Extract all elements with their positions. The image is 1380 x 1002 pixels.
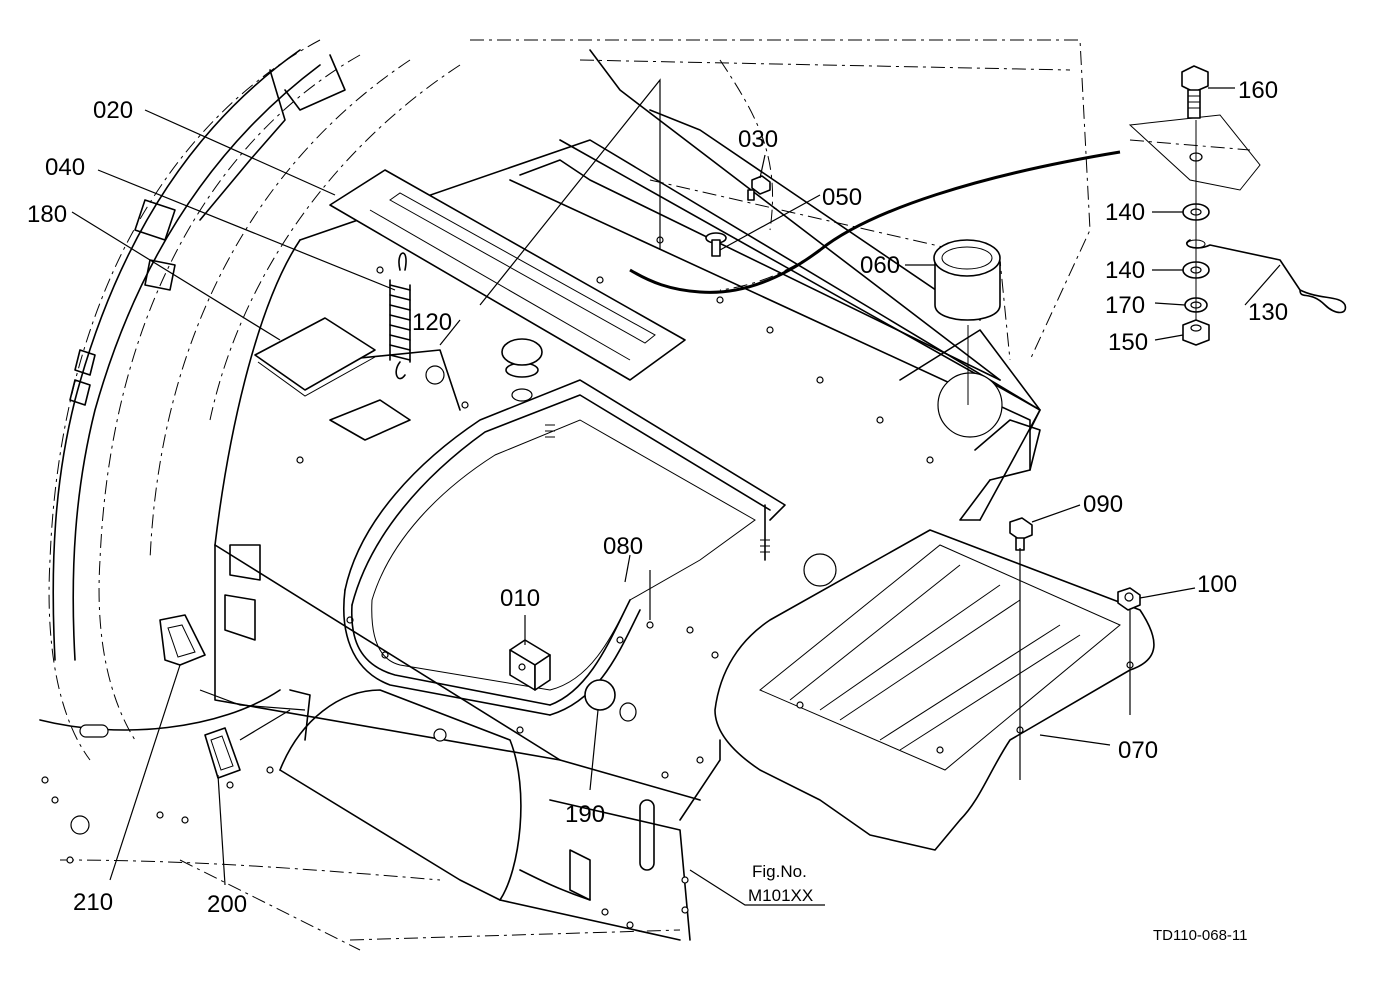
label-150: 150 — [1108, 329, 1148, 356]
part-190-grommet — [584, 679, 637, 722]
part-030-bolt — [747, 175, 771, 201]
label-140-lower: 140 — [1105, 257, 1145, 284]
label-010: 010 — [500, 585, 540, 612]
part-020-plate — [329, 169, 686, 381]
label-070: 070 — [1118, 737, 1158, 764]
label-200: 200 — [207, 891, 247, 918]
part-180-pad — [254, 317, 376, 397]
floor-frame — [214, 49, 1041, 941]
label-060: 060 — [860, 252, 900, 279]
cable — [629, 150, 1121, 294]
label-160: 160 — [1238, 77, 1278, 104]
figure-reference: Fig.No. M101XX — [748, 862, 813, 905]
label-050: 050 — [822, 184, 862, 211]
label-080: 080 — [603, 533, 643, 560]
part-130-clip — [1185, 239, 1347, 314]
part-100-nut — [1117, 587, 1141, 611]
frame-holes — [41, 236, 934, 929]
part-120-plug — [501, 338, 543, 402]
left-fender — [39, 49, 346, 738]
label-180: 180 — [27, 201, 67, 228]
label-040: 040 — [45, 154, 85, 181]
part-070-mat — [714, 529, 1155, 851]
label-090: 090 — [1083, 491, 1123, 518]
part-050-pin — [705, 232, 727, 257]
label-030: 030 — [738, 126, 778, 153]
part-200-grommet — [204, 727, 241, 779]
label-140-upper: 140 — [1105, 199, 1145, 226]
label-100: 100 — [1197, 571, 1237, 598]
figure-number: M101XX — [748, 886, 813, 905]
figure-caption: Fig.No. — [752, 862, 807, 881]
part-060-cup — [933, 239, 1001, 405]
drawing-code: TD110-068-11 — [1153, 927, 1248, 944]
label-190: 190 — [565, 801, 605, 828]
part-210-grommet — [159, 614, 206, 666]
part-090-bolt — [1009, 517, 1033, 551]
label-130: 130 — [1248, 299, 1288, 326]
part-labels: 020 040 180 120 030 050 060 160 140 140 … — [27, 77, 1288, 918]
label-170: 170 — [1105, 292, 1145, 319]
part-040-spring — [389, 252, 411, 380]
leader-lines — [71, 78, 1281, 906]
bolt-stack — [1128, 65, 1261, 346]
label-210: 210 — [73, 889, 113, 916]
label-120: 120 — [412, 309, 452, 336]
part-010-block — [509, 639, 551, 691]
part-080-seal — [343, 379, 786, 716]
label-020: 020 — [93, 97, 133, 124]
